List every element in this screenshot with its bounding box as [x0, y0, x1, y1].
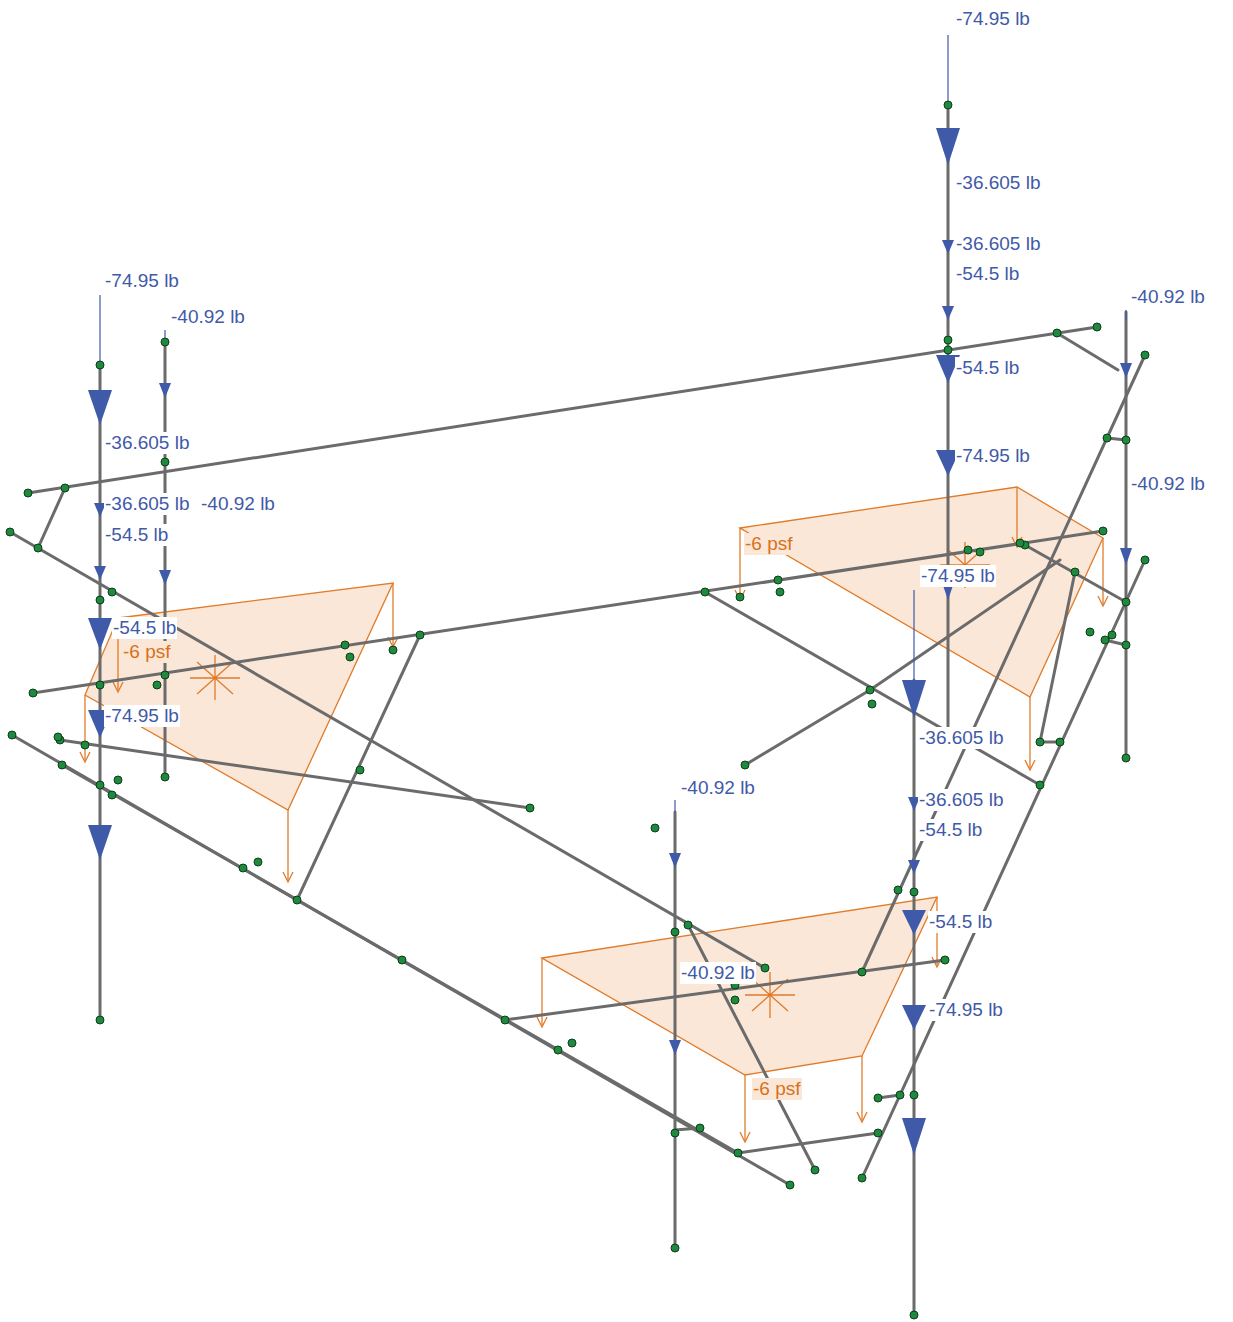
point-load-label: -40.92 lb [200, 493, 276, 515]
point-load-label: -54.5 lb [112, 617, 177, 639]
point-load-label: -54.5 lb [928, 911, 993, 933]
point-load-label: -40.92 lb [680, 777, 756, 799]
point-load-label: -36.605 lb [104, 432, 191, 454]
point-load-label: -40.92 lb [1130, 286, 1206, 308]
point-load-label: -74.95 lb [955, 8, 1031, 30]
area-load-label: -6 psf [744, 533, 794, 555]
point-load-label: -74.95 lb [104, 705, 180, 727]
point-load-label: -54.5 lb [955, 263, 1020, 285]
point-load-label: -36.605 lb [955, 233, 1042, 255]
point-load-label: -74.95 lb [955, 445, 1031, 467]
area-load-label: -6 psf [752, 1078, 802, 1100]
point-load-label: -36.605 lb [104, 493, 191, 515]
load-leaders [100, 35, 1126, 812]
point-load-label: -40.92 lb [680, 962, 756, 984]
point-load-label: -36.605 lb [918, 727, 1005, 749]
point-load-label: -54.5 lb [918, 819, 983, 841]
point-load-label: -74.95 lb [104, 270, 180, 292]
point-load-label: -36.605 lb [918, 789, 1005, 811]
point-load-label: -40.92 lb [1130, 473, 1206, 495]
point-load-label: -54.5 lb [955, 357, 1020, 379]
frame-nodes [6, 101, 1149, 1319]
area-load-arrows [80, 487, 1108, 1142]
point-load-label: -40.92 lb [170, 306, 246, 328]
point-load-label: -54.5 lb [104, 524, 169, 546]
point-load-arrows [88, 128, 1132, 1155]
frame-members [10, 105, 1145, 1315]
point-load-label: -36.605 lb [955, 172, 1042, 194]
point-load-label: -74.95 lb [920, 565, 996, 587]
point-load-label: -74.95 lb [928, 999, 1004, 1021]
area-load-label: -6 psf [122, 641, 172, 663]
